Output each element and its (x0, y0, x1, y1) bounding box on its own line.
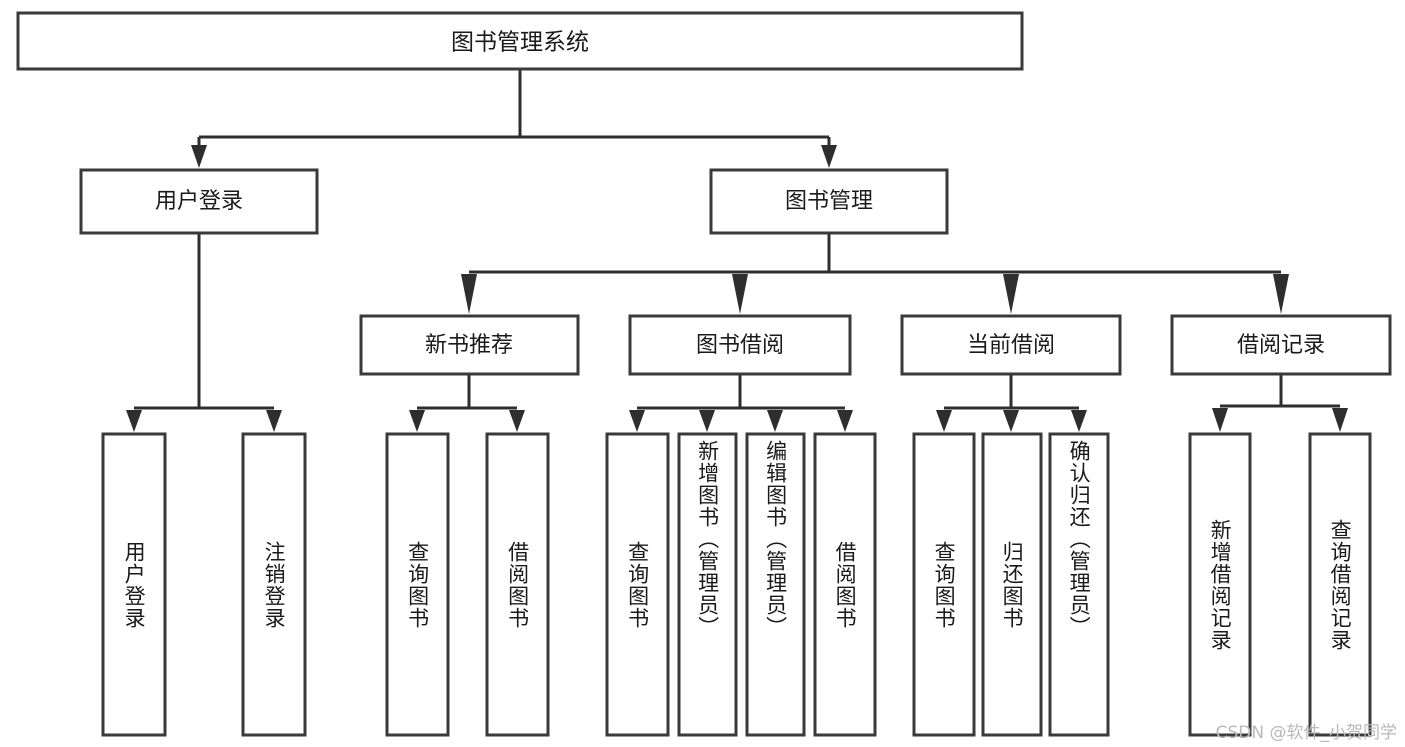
arrow-head-leaf-return-book (1003, 410, 1019, 432)
node-borrow-record[interactable]: 借阅记录 (1170, 314, 1392, 376)
arrow-head-leaf-add-record (1212, 408, 1228, 432)
leaf-return-book-rect[interactable] (981, 432, 1043, 737)
node-current-borrow-label: 当前借阅 (967, 333, 1055, 358)
arrow-head-leaf-add-book (699, 410, 715, 432)
arrow-head-leaf-query-book-3 (936, 410, 952, 432)
node-current-borrow[interactable]: 当前借阅 (900, 314, 1122, 376)
leaf-add-book-rect[interactable] (677, 432, 738, 737)
arrow-head-borrow-record (1273, 274, 1289, 314)
leaf-borrow-book-1-rect[interactable] (485, 432, 550, 737)
arrow-head-new-book-recommend (461, 274, 477, 314)
arrow-head-leaf-query-book-1 (409, 410, 425, 432)
leaf-edit-book-rect[interactable] (745, 432, 806, 737)
arrow-head-book-manage (821, 145, 837, 168)
leaf-borrow-book-2-rect[interactable] (813, 432, 877, 737)
leaf-add-record-rect[interactable] (1188, 432, 1252, 737)
arrow-head-leaf-borrow-book-2 (837, 410, 853, 432)
node-new-book-recommend[interactable]: 新书推荐 (359, 314, 580, 376)
node-borrow-record-label: 借阅记录 (1237, 333, 1325, 358)
arrow-head-leaf-confirm-return (1071, 410, 1087, 432)
leaf-query-book-3-rect[interactable] (912, 432, 976, 737)
node-borrow-record-rect[interactable] (1170, 314, 1392, 376)
connector-layer (126, 69, 1348, 432)
arrow-head-user-login (191, 145, 207, 168)
node-user-login[interactable]: 用户登录 (79, 168, 319, 235)
node-book-manage-label: 图书管理 (785, 189, 873, 214)
node-new-book-recommend-label: 新书推荐 (425, 333, 513, 358)
leaf-logout-rect[interactable] (241, 432, 307, 737)
node-root[interactable]: 图书管理系统 (16, 11, 1024, 71)
node-book-manage-rect[interactable] (709, 168, 949, 235)
node-book-borrow[interactable]: 图书借阅 (628, 314, 852, 376)
leaf-user-login-rect[interactable] (101, 432, 167, 737)
leaf-query-record-rect[interactable] (1308, 432, 1372, 737)
csdn-watermark: CSDN @软件_小贺同学 (1215, 723, 1397, 743)
leaf-box-layer (101, 432, 1372, 737)
arrow-head-current-borrow (1003, 274, 1019, 314)
node-book-manage[interactable]: 图书管理 (709, 168, 949, 235)
arrow-head-leaf-query-book-2 (629, 410, 645, 432)
arrow-head-leaf-user-login (126, 410, 142, 432)
node-root-label: 图书管理系统 (451, 30, 589, 56)
node-current-borrow-rect[interactable] (900, 314, 1122, 376)
node-user-login-rect[interactable] (79, 168, 319, 235)
node-root-rect[interactable] (16, 11, 1024, 71)
arrow-head-leaf-borrow-book-1 (509, 410, 525, 432)
node-new-book-recommend-rect[interactable] (359, 314, 580, 376)
arrow-head-leaf-query-record (1332, 408, 1348, 432)
leaf-query-book-2-rect[interactable] (605, 432, 670, 737)
node-book-borrow-label: 图书借阅 (696, 333, 784, 358)
leaf-query-book-1-rect[interactable] (385, 432, 450, 737)
arrow-head-leaf-edit-book (767, 410, 783, 432)
arrow-head-leaf-logout (266, 410, 282, 432)
node-book-borrow-rect[interactable] (628, 314, 852, 376)
node-user-login-label: 用户登录 (155, 189, 243, 214)
leaf-confirm-return-rect[interactable] (1048, 432, 1110, 737)
arrow-head-book-borrow (732, 274, 748, 314)
